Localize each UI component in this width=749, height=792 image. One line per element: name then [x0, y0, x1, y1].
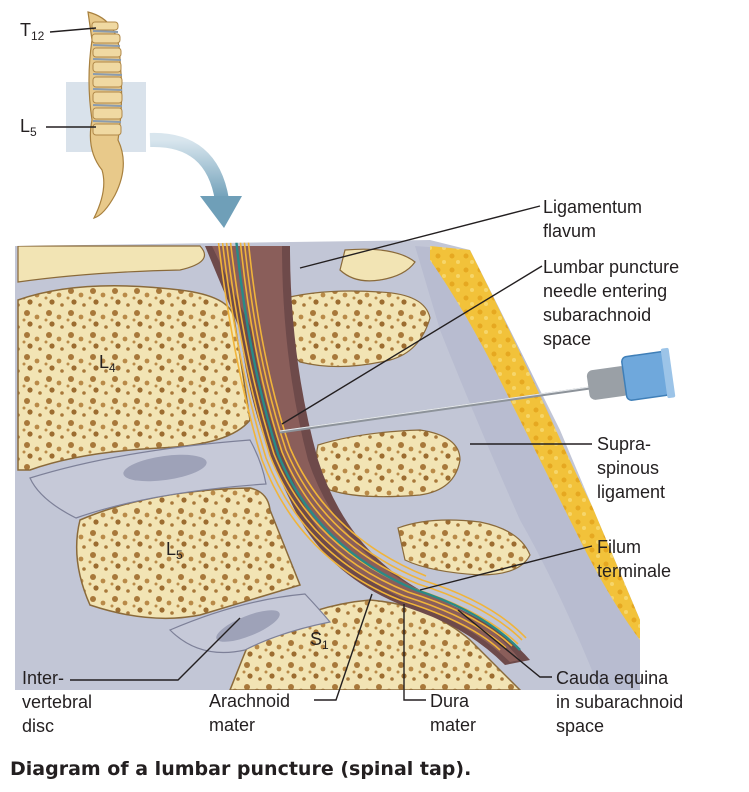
label-l5: L5	[166, 539, 183, 562]
cauda-equina-nerves	[217, 240, 527, 651]
label-t12: T12	[20, 20, 45, 43]
subcutaneous-fat	[430, 246, 640, 640]
label-l4: L4	[99, 352, 116, 375]
vertebra-l4	[17, 285, 251, 471]
label-dura-mater: Dura mater	[430, 691, 476, 735]
leader-lines	[70, 205, 593, 701]
label-supraspinous-ligament: Supra- spinous ligament	[597, 434, 665, 502]
lumbar-puncture-needle	[279, 347, 676, 434]
label-l5-thumbnail: L5	[20, 116, 37, 139]
supraspinous-ligament	[415, 246, 640, 690]
spine-thumbnail	[46, 11, 146, 219]
label-needle: Lumbar puncture needle entering subarach…	[543, 257, 684, 349]
label-intervertebral-disc: Inter- vertebral disc	[22, 668, 97, 736]
figure-caption: Diagram of a lumbar puncture (spinal tap…	[10, 758, 472, 780]
label-cauda-equina: Cauda equina in subarachnoid space	[556, 668, 688, 736]
disc-nucleus-l4-l5	[123, 454, 207, 482]
spinous-process-4	[397, 519, 531, 576]
spinous-process-3	[315, 429, 461, 498]
needle-hub-icon	[586, 366, 630, 400]
curved-arrow-icon	[149, 132, 242, 228]
label-s1: S1	[310, 629, 329, 652]
disc-nucleus-l5-s1	[216, 610, 280, 642]
label-arachnoid-mater: Arachnoid mater	[209, 691, 295, 735]
filum-terminale	[234, 240, 521, 651]
label-filum-terminale: Filum terminale	[597, 537, 671, 581]
spinous-process-1	[339, 248, 416, 282]
vertebra-l5	[75, 487, 302, 620]
vertebra-l4-upper	[17, 245, 205, 283]
label-ligamentum-flavum: Ligamentum flavum	[543, 197, 647, 241]
